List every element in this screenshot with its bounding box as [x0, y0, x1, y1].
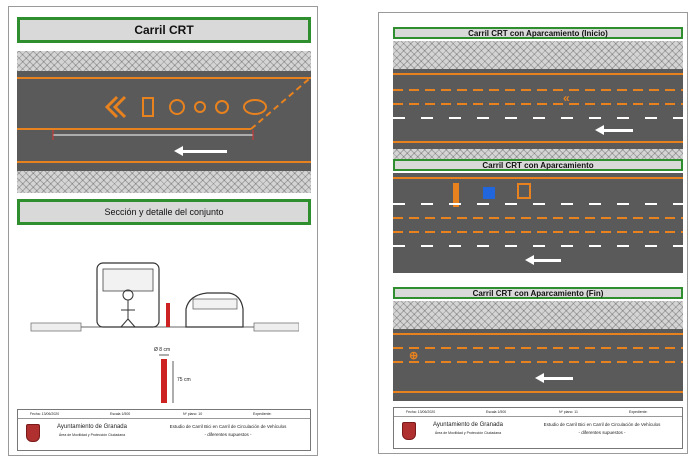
- org-name: Ayuntamiento de Granada: [57, 424, 127, 430]
- footer-sheet-number: Nº plano: 10: [183, 412, 203, 416]
- bike-lane-markings: [17, 78, 310, 140]
- traffic-direction-arrow: [535, 373, 573, 383]
- cross-section-drawing: [30, 262, 299, 332]
- traffic-direction-arrow: [174, 146, 227, 156]
- study-subtitle: - diferentes supuestos -: [204, 432, 252, 437]
- loading-zone-mark: [517, 183, 531, 199]
- lane-edge-line: [17, 161, 311, 163]
- road-fin: ⊕: [393, 329, 683, 401]
- footer-date: Fecha: 13/06/2020: [30, 412, 60, 416]
- title-block: Fecha: 13/06/2020 Escala 1/500 Nº plano:…: [393, 407, 683, 449]
- sheet-title: Carril CRT: [17, 17, 311, 43]
- footer-date: Fecha: 13/06/2020: [406, 410, 436, 414]
- sidewalk-top: [17, 51, 311, 71]
- traffic-direction-arrow: [525, 255, 561, 265]
- bike-lane-symbols: ⊕: [409, 350, 419, 362]
- bollard-height-label: 75 cm: [177, 377, 191, 383]
- traffic-direction-arrow: [595, 125, 633, 135]
- sidewalk-fin: [393, 301, 683, 329]
- footer-sheet-number: Nº plano: 11: [559, 410, 578, 414]
- section-title: Sección y detalle del conjunto: [17, 199, 311, 225]
- footer-scale: Escala 1/500: [486, 410, 507, 414]
- bollard-diameter-label: Ø 8 cm: [154, 347, 171, 353]
- bike-lane-symbols: «: [563, 91, 570, 105]
- sidewalk-inicio: [393, 41, 683, 69]
- org-subtitle: Área de Movilidad y Protección Ciudadana: [434, 431, 502, 435]
- sidewalk-bottom: [17, 171, 311, 193]
- section-title-fin: Carril CRT con Aparcamiento (Fin): [393, 287, 683, 299]
- footer-file: Expediente:: [253, 412, 272, 416]
- bollard: [453, 183, 459, 207]
- road-inicio: «: [393, 69, 683, 149]
- bollard-detail: [159, 354, 174, 403]
- granada-crest-icon: [402, 422, 416, 440]
- road-aparcamiento: [393, 173, 683, 273]
- study-subtitle: - diferentes supuestos -: [578, 430, 626, 435]
- road-plan: [17, 71, 311, 171]
- disabled-parking-sign: [483, 187, 495, 199]
- granada-crest-icon: [26, 424, 40, 442]
- plan-sheet-carril-crt-aparcamiento: Carril CRT con Aparcamiento (Inicio) « C…: [378, 12, 688, 454]
- section-title-inicio: Carril CRT con Aparcamiento (Inicio): [393, 27, 683, 39]
- section-title-aparcamiento: Carril CRT con Aparcamiento: [393, 159, 683, 171]
- org-name: Ayuntamiento de Granada: [433, 422, 503, 428]
- title-block: Fecha: 13/06/2020 Escala 1/500 Nº plano:…: [17, 409, 311, 451]
- org-subtitle: Área de Movilidad y Protección Ciudadana: [58, 433, 126, 437]
- footer-scale: Escala 1/500: [110, 412, 131, 416]
- study-title: Estudio de Carril Bici en Carril de Circ…: [169, 424, 287, 429]
- study-title: Estudio de Carril Bici en Carril de Circ…: [543, 422, 661, 427]
- plan-sheet-carril-crt: Carril CRT Sección y detalle del conjunt…: [8, 6, 318, 456]
- footer-file: Expediente:: [629, 410, 648, 414]
- lane-edge-line: [17, 77, 311, 79]
